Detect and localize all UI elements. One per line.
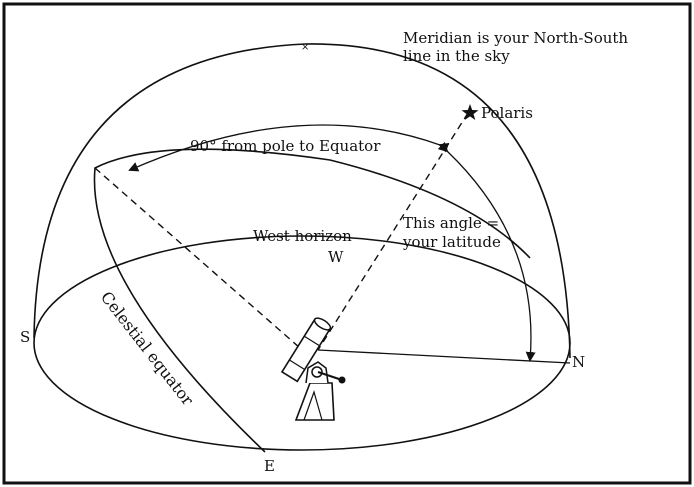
south-label: S [20,328,30,346]
meridian-label-line1: Meridian is your North-South [403,29,628,47]
zenith-mark: × [301,42,309,53]
meridian-label-line2: line in the sky [403,47,510,65]
west-horizon-label: West horizon [253,227,352,245]
telescope-icon [280,317,346,421]
latitude-label-line1: This angle = [403,214,499,232]
meridian-arc [33,43,571,359]
equator-direction-line [94,167,301,349]
east-label: E [264,457,275,475]
star-icon [461,104,479,120]
west-label: W [328,248,344,266]
pole-equator-arrow [128,124,450,172]
polaris-label: Polaris [481,104,533,122]
polar-axis-line [317,112,469,351]
pole-equator-label: 90° from pole to Equator [190,137,381,155]
latitude-label-line2: your latitude [402,233,501,251]
north-label: N [572,353,585,371]
latitude-angle-arrow [437,141,536,362]
